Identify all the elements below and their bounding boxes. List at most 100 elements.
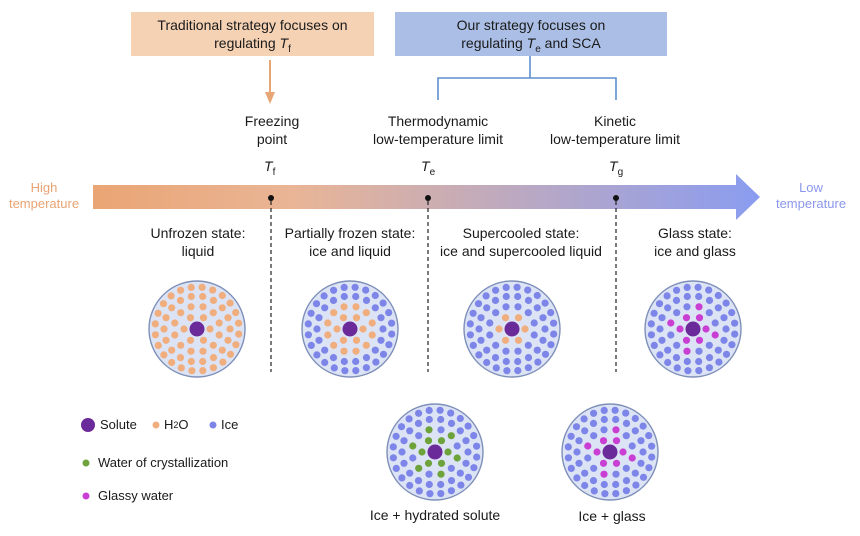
molecule-dot (340, 292, 348, 301)
molecule-dot (477, 314, 485, 322)
legend-solute-label: Solute (100, 417, 137, 432)
molecule-dot (168, 304, 176, 312)
molecule-dot (409, 442, 417, 450)
molecule-dot (530, 331, 538, 339)
molecule-dot (464, 473, 473, 481)
molecule-dot (209, 341, 217, 349)
molecule-dot (575, 459, 583, 467)
molecule-dot (473, 453, 481, 461)
molecule-dot (514, 314, 523, 322)
molecule-dot (177, 286, 185, 294)
molecule-dot (199, 292, 207, 301)
molecule-dot (162, 336, 170, 344)
molecule-dot (226, 350, 235, 358)
molecule-dot (437, 480, 445, 489)
solute-dot (685, 321, 701, 337)
molecule-dot (400, 437, 408, 445)
molecule-dot (362, 286, 370, 294)
molecule-dot (590, 432, 598, 440)
molecule-dot (581, 427, 589, 435)
molecule-dot (521, 325, 529, 333)
molecule-dot (447, 487, 455, 495)
our-strategy-line1: Our strategy focuses on (456, 17, 606, 33)
molecule-dot (168, 346, 176, 354)
molecule-dot (667, 319, 675, 327)
molecule-dot (379, 325, 387, 333)
molecule-dot (683, 357, 691, 366)
molecule-dot (612, 470, 620, 478)
solute-dot (504, 321, 520, 337)
ice-glass-circle (561, 403, 659, 501)
molecule-dot (564, 443, 572, 451)
molecule-dot (151, 331, 159, 339)
molecule-dot (330, 364, 338, 372)
molecule-dot (695, 303, 703, 311)
molecule-dot (705, 341, 713, 349)
molecule-dot (514, 347, 522, 355)
molecule-dot (362, 364, 370, 372)
molecule-dot (514, 336, 523, 344)
molecule-dot (187, 283, 195, 291)
molecule-dot (550, 330, 558, 338)
molecule-dot (398, 474, 406, 482)
molecule-dot (362, 354, 371, 362)
molecule-dot (600, 470, 608, 478)
molecule-dot (415, 432, 423, 440)
molecule-dot (514, 292, 522, 301)
molecule-dot (589, 477, 598, 485)
molecule-dot (377, 314, 385, 322)
molecule-dot (650, 341, 658, 349)
molecule-dot (600, 415, 608, 424)
molecule-dot (425, 406, 433, 414)
molecule-dot (209, 286, 217, 294)
molecule-dot (206, 325, 214, 333)
molecule-dot (329, 296, 338, 304)
molecule-dot (340, 303, 348, 311)
molecule-dot (425, 480, 433, 489)
molecule-dot (590, 409, 598, 417)
molecule-dot (437, 415, 445, 424)
molecule-dot (628, 442, 636, 450)
molecule-dot (330, 341, 338, 349)
tick-label-tf: Tf (264, 158, 276, 178)
molecule-dot (533, 346, 541, 354)
molecule-dot (612, 415, 620, 424)
molecule-dot (313, 325, 321, 333)
molecule-dot (572, 423, 581, 431)
molecule-dot (599, 437, 608, 445)
molecule-dot (199, 367, 207, 375)
molecule-dot (612, 480, 620, 489)
molecule-dot (541, 299, 549, 307)
hydrated-solute-circle (386, 403, 484, 501)
molecule-dot (232, 341, 240, 349)
molecule-dot (600, 480, 608, 489)
molecule-dot (447, 477, 456, 485)
molecule-dot (418, 448, 426, 456)
molecule-dot (702, 325, 710, 333)
legend-glassy-label: Glassy water (98, 488, 174, 503)
molecule-dot (392, 432, 400, 440)
molecule-dot (436, 406, 444, 414)
molecule-dot (362, 341, 370, 349)
solute-dot (189, 321, 205, 337)
molecule-dot (425, 470, 433, 478)
molecule-dot (379, 350, 388, 358)
molecule-dot (482, 292, 490, 300)
molecule-dot (406, 469, 414, 477)
molecule-dot (385, 309, 393, 317)
legend-crystallization-label: Water of crystallization (98, 455, 229, 470)
molecule-dot (492, 286, 500, 294)
molecule-dot (199, 303, 207, 311)
traditional-strategy-line2: regulating Tf (214, 35, 291, 55)
molecule-dot (502, 303, 510, 311)
molecule-dot (492, 341, 500, 349)
molecule-dot (637, 437, 645, 445)
molecule-dot (622, 419, 631, 427)
molecule-dot (513, 283, 521, 291)
molecule-dot (186, 314, 195, 322)
molecule-dot (340, 357, 348, 366)
ice-glass-caption: Ice + glass (578, 508, 646, 524)
molecule-dot (312, 300, 321, 308)
